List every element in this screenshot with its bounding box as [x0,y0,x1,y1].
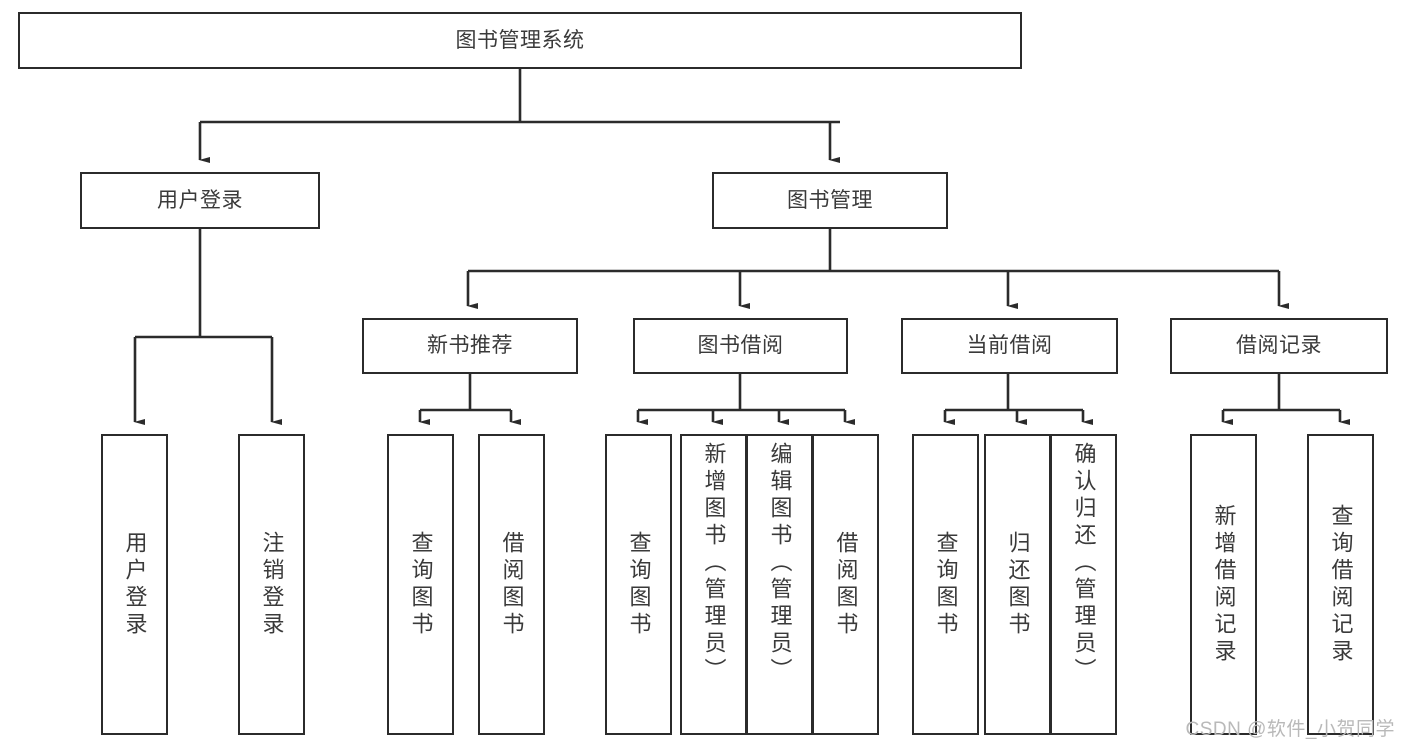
node-leaf-logout-login-label: 注销登录 [259,530,285,639]
node-leaf-borrow-book-2-label: 借阅图书 [833,530,859,639]
node-user-login[interactable]: 用户登录 [80,172,320,229]
node-leaf-add-borrow-record[interactable]: 新增借阅记录 [1190,434,1257,735]
node-new-book-recommend-label: 新书推荐 [427,334,513,358]
node-leaf-add-book-admin-label: 新增图书（管理员） [701,442,727,685]
node-leaf-confirm-return-admin-label: 确认归还（管理员） [1071,442,1097,685]
watermark: CSDN @软件_小贺同学 [1185,719,1395,740]
node-leaf-borrow-book-2[interactable]: 借阅图书 [812,434,879,735]
node-leaf-borrow-book-1-label: 借阅图书 [499,530,525,639]
node-leaf-user-login-label: 用户登录 [122,530,148,639]
node-leaf-add-borrow-record-label: 新增借阅记录 [1211,503,1237,666]
node-leaf-borrow-book-1[interactable]: 借阅图书 [478,434,545,735]
node-leaf-edit-book-admin-label: 编辑图书（管理员） [767,442,793,685]
node-new-book-recommend[interactable]: 新书推荐 [362,318,578,374]
node-leaf-query-book-3[interactable]: 查询图书 [912,434,979,735]
node-book-borrow-label: 图书借阅 [697,334,784,358]
node-leaf-logout-login[interactable]: 注销登录 [238,434,305,735]
node-root-label: 图书管理系统 [455,28,585,52]
node-leaf-confirm-return-admin[interactable]: 确认归还（管理员） [1050,434,1117,735]
node-book-borrow[interactable]: 图书借阅 [633,318,848,374]
node-borrow-record-label: 借阅记录 [1236,334,1322,358]
node-leaf-return-book-label: 归还图书 [1005,530,1031,639]
node-leaf-query-book-1[interactable]: 查询图书 [387,434,454,735]
node-leaf-query-borrow-record[interactable]: 查询借阅记录 [1307,434,1374,735]
node-leaf-edit-book-admin[interactable]: 编辑图书（管理员） [746,434,813,735]
node-book-manage-label: 图书管理 [787,188,873,212]
node-borrow-record[interactable]: 借阅记录 [1170,318,1388,374]
node-leaf-query-book-3-label: 查询图书 [933,530,959,639]
node-leaf-add-book-admin[interactable]: 新增图书（管理员） [680,434,747,735]
node-root[interactable]: 图书管理系统 [18,12,1022,69]
node-current-borrow[interactable]: 当前借阅 [901,318,1118,374]
node-leaf-query-book-1-label: 查询图书 [408,530,434,639]
node-leaf-user-login[interactable]: 用户登录 [101,434,168,735]
node-user-login-label: 用户登录 [157,188,243,212]
node-leaf-return-book[interactable]: 归还图书 [984,434,1051,735]
node-leaf-query-borrow-record-label: 查询借阅记录 [1328,503,1354,666]
node-leaf-query-book-2[interactable]: 查询图书 [605,434,672,735]
node-leaf-query-book-2-label: 查询图书 [626,530,652,639]
node-book-manage[interactable]: 图书管理 [712,172,948,229]
node-current-borrow-label: 当前借阅 [966,334,1053,358]
